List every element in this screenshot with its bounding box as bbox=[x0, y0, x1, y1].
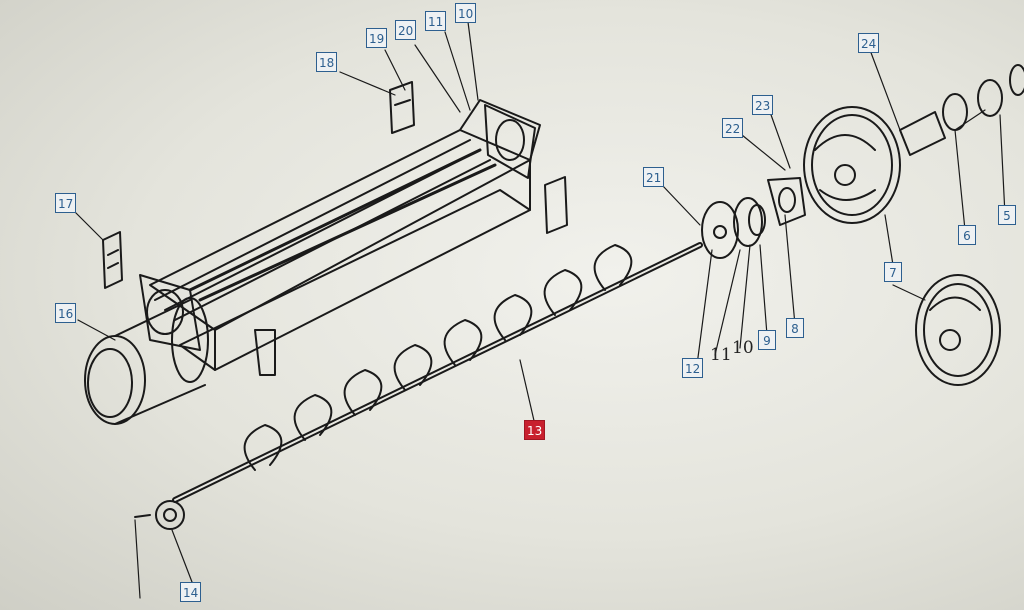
callout-19[interactable]: 19 bbox=[366, 28, 388, 48]
callout-10[interactable]: 10 bbox=[455, 3, 477, 23]
bearing-flange-21 bbox=[701, 197, 766, 259]
callout-12[interactable]: 12 bbox=[682, 358, 704, 378]
sprocket-14 bbox=[134, 500, 185, 530]
callout-18[interactable]: 18 bbox=[316, 52, 338, 72]
callout-20[interactable]: 20 bbox=[395, 20, 417, 40]
trough-housing bbox=[139, 99, 541, 376]
label-11: 11 bbox=[710, 345, 732, 365]
callout-9[interactable]: 9 bbox=[758, 330, 776, 350]
callout-6[interactable]: 6 bbox=[958, 225, 976, 245]
callout-22[interactable]: 22 bbox=[722, 118, 744, 138]
callout-21[interactable]: 21 bbox=[643, 167, 665, 187]
callout-8[interactable]: 8 bbox=[786, 318, 804, 338]
callout-13[interactable]: 13 bbox=[524, 420, 546, 440]
callout-16[interactable]: 16 bbox=[55, 303, 77, 323]
callout-24[interactable]: 24 bbox=[858, 33, 880, 53]
side-plate bbox=[544, 176, 568, 234]
callout-17[interactable]: 17 bbox=[55, 193, 77, 213]
pulley-7 bbox=[803, 106, 901, 224]
pulley-7b bbox=[915, 274, 1001, 386]
callout-23[interactable]: 23 bbox=[752, 95, 774, 115]
hub-24 bbox=[899, 64, 1024, 156]
label-10: 10 bbox=[732, 338, 754, 358]
callout-7[interactable]: 7 bbox=[884, 262, 902, 282]
callout-11[interactable]: 11 bbox=[425, 11, 447, 31]
callout-5[interactable]: 5 bbox=[998, 205, 1016, 225]
bracket-19 bbox=[389, 81, 415, 134]
leader-lines bbox=[74, 21, 1006, 599]
end-cap-16 bbox=[84, 297, 209, 425]
bracket-17 bbox=[102, 231, 123, 289]
auger-shaft bbox=[172, 242, 703, 503]
callout-14[interactable]: 14 bbox=[180, 582, 202, 602]
cover-8 bbox=[767, 177, 806, 226]
